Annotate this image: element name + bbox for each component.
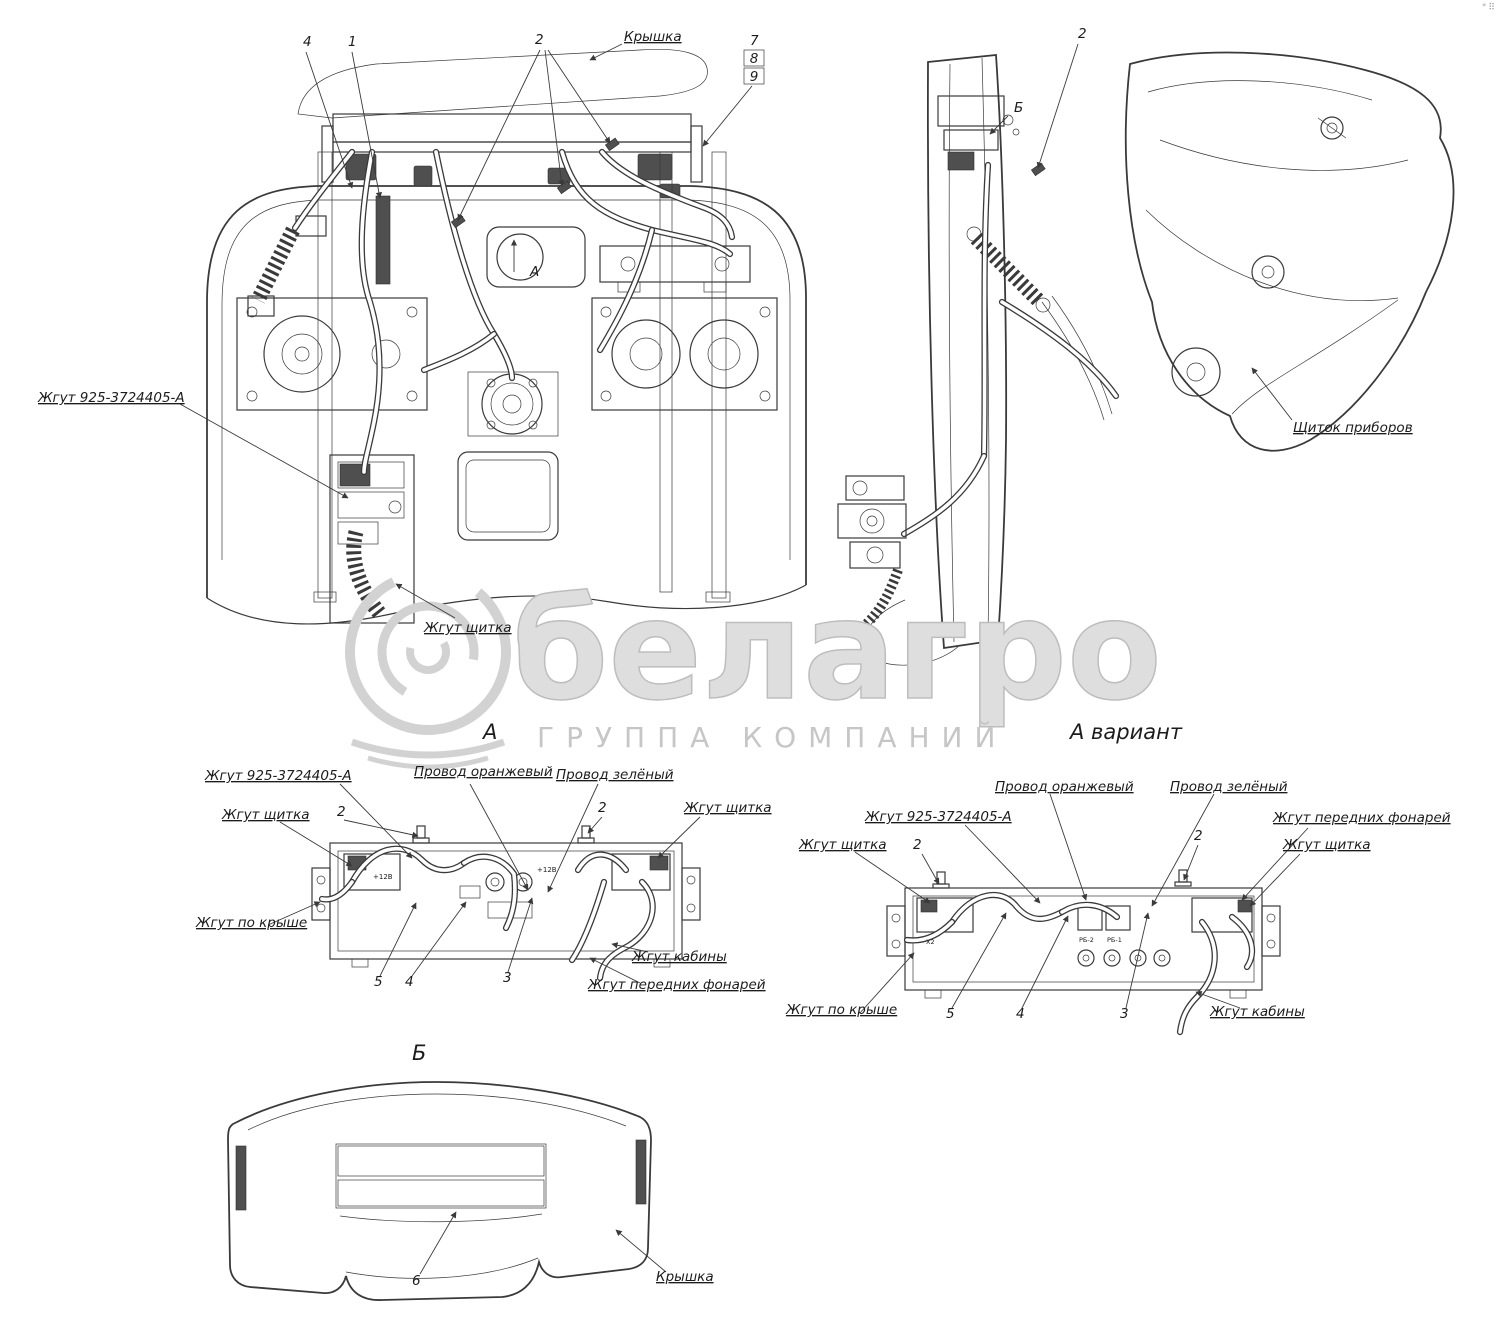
callout-layer: 4 1 2 Крышка 7 8 9 Жгут 925-3724405-А Жг… bbox=[37, 26, 1451, 1289]
view-a-drawing: +12В +12В bbox=[311, 825, 701, 978]
center-flange bbox=[467, 371, 559, 437]
v-callout-front-lamps: Жгут передних фонарей bbox=[1272, 810, 1451, 826]
callout-1: 1 bbox=[348, 34, 357, 50]
callout-panel-harness: Жгут щитка bbox=[423, 620, 512, 636]
v-callout-2-right: 2 bbox=[1194, 828, 1203, 844]
a-callout-4: 4 bbox=[405, 974, 414, 990]
view-b-drawing bbox=[227, 1081, 652, 1301]
callout-instrument-panel: Щиток приборов bbox=[1293, 420, 1413, 436]
v-callout-2-left: 2 bbox=[913, 837, 922, 853]
v-callout-panel-harness-left: Жгут щитка bbox=[798, 837, 887, 853]
v-callout-wire-orange: Провод оранжевый bbox=[995, 779, 1134, 795]
roof-body-torn-edge bbox=[206, 584, 807, 625]
a-callout-roof-harness: Жгут по крыше bbox=[195, 915, 307, 931]
fuse-strip bbox=[332, 113, 692, 143]
callout-harness-925: Жгут 925-3724405-А bbox=[37, 390, 185, 406]
watermark-tagline: ГРУППА КОМПАНИЙ bbox=[537, 720, 1007, 754]
a-callout-harness: Жгут 925-3724405-А bbox=[204, 768, 352, 784]
callout-8: 8 bbox=[750, 51, 759, 67]
a-callout-2-left: 2 bbox=[337, 804, 346, 820]
corner-icons: °⠿ bbox=[1482, 3, 1497, 13]
v-callout-roof-harness: Жгут по крыше bbox=[785, 1002, 897, 1018]
view-b-caption: Б bbox=[412, 1041, 426, 1065]
a-callout-cab-harness: Жгут кабины bbox=[631, 949, 727, 965]
callout-4: 4 bbox=[303, 34, 312, 50]
side-connectors bbox=[837, 475, 907, 569]
variant-block-right bbox=[1191, 897, 1253, 933]
v-callout-wire-green: Провод зелёный bbox=[1170, 779, 1288, 795]
a-callout-wire-orange: Провод оранжевый bbox=[414, 764, 553, 780]
corrugated-hose-side-lower bbox=[858, 568, 903, 632]
a-callout-3: 3 bbox=[503, 970, 512, 986]
callout-9: 9 bbox=[750, 69, 759, 85]
corrugated-hose-upper bbox=[251, 226, 300, 304]
belagro-logo bbox=[345, 569, 511, 770]
v-callout-5: 5 bbox=[946, 1006, 955, 1022]
corner-icon-dot: ° bbox=[1481, 3, 1489, 13]
pillar-connector-block bbox=[937, 95, 1005, 127]
callout-2: 2 bbox=[535, 32, 544, 48]
speaker-plate-right bbox=[591, 297, 778, 411]
cover-outline bbox=[227, 1081, 652, 1301]
detail-a-marker: А bbox=[486, 226, 586, 288]
a-callout-wire-green: Провод зелёный bbox=[556, 767, 674, 783]
v-callout-3: 3 bbox=[1120, 1006, 1129, 1022]
roof-body-outline bbox=[206, 185, 807, 598]
a-callout-front-lamps: Жгут передних фонарей bbox=[587, 977, 766, 993]
cross-member bbox=[599, 245, 751, 283]
v-callout-cab-harness: Жгут кабины bbox=[1209, 1004, 1305, 1020]
speaker-plate-left bbox=[236, 297, 428, 411]
pillar-outline bbox=[926, 54, 1008, 650]
v-callout-harness: Жгут 925-3724405-А bbox=[864, 809, 1012, 825]
roof-lid-outline bbox=[297, 49, 708, 119]
a-callout-panel-harness-right: Жгут щитка bbox=[683, 800, 772, 816]
terminal-bar bbox=[375, 195, 391, 285]
relay-mark: РБ-2 bbox=[1079, 936, 1094, 944]
watermark-brand: белагро bbox=[512, 570, 1162, 731]
view-a-block-right bbox=[611, 853, 671, 891]
detail-b-letter: Б bbox=[1014, 100, 1023, 116]
corrugated-hose-lower bbox=[346, 530, 386, 619]
callout-7: 7 bbox=[750, 33, 759, 49]
callout-2-side: 2 bbox=[1078, 26, 1087, 42]
detail-a-letter: А bbox=[529, 264, 539, 280]
relay-block bbox=[1105, 905, 1131, 931]
b-callout-cover: Крышка bbox=[656, 1269, 714, 1285]
left-rail bbox=[317, 151, 333, 599]
a-callout-2-right: 2 bbox=[598, 800, 607, 816]
view-a-variant-drawing: РБ-2 РБ-1 Х2 bbox=[886, 869, 1281, 1032]
view-a-variant-caption: А вариант bbox=[1068, 720, 1183, 744]
cover-connector-grid bbox=[335, 1143, 547, 1209]
a-callout-panel-harness-left: Жгут щитка bbox=[221, 807, 310, 823]
a-callout-5: 5 bbox=[374, 974, 383, 990]
watermark: белагро ГРУППА КОМПАНИЙ bbox=[345, 569, 1163, 770]
view-a-panel bbox=[329, 842, 683, 960]
instrument-panel-shape bbox=[1124, 51, 1455, 452]
access-plate bbox=[457, 451, 559, 541]
v-callout-panel-harness-right: Жгут щитка bbox=[1282, 837, 1371, 853]
callout-cover: Крышка bbox=[624, 29, 682, 45]
plate-mark: +12В bbox=[537, 866, 557, 874]
right-inner-rail bbox=[659, 151, 673, 593]
v-callout-4: 4 bbox=[1016, 1006, 1025, 1022]
view-side-drawing bbox=[837, 51, 1455, 666]
connector-mark: Х2 bbox=[926, 938, 935, 946]
view-main-drawing: А bbox=[206, 49, 807, 625]
relay-mark: РБ-1 bbox=[1107, 936, 1122, 944]
corner-icon-grid: ⠿ bbox=[1488, 3, 1497, 13]
plate-mark: +12В bbox=[373, 873, 393, 881]
view-a-caption: А bbox=[481, 720, 497, 744]
right-rail bbox=[711, 151, 727, 599]
b-callout-6: 6 bbox=[412, 1273, 421, 1289]
